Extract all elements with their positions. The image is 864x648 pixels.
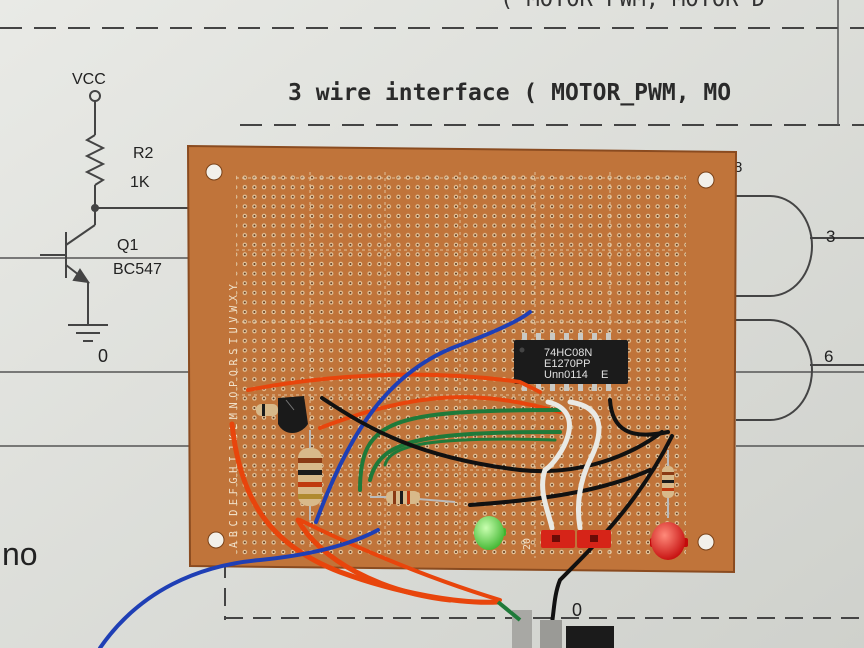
net6-label: 6: [824, 347, 833, 366]
lower-dashed-box: [224, 560, 864, 620]
resistor-horizontal: [370, 491, 456, 504]
column-mark: 20: [522, 538, 533, 550]
chip-line2: E1270PP: [544, 358, 590, 370]
chip-line3: Unn0114: [544, 369, 588, 381]
and-gate-schematic: [736, 195, 864, 421]
ic-chip-74hc08: 74HC08N E1270PP Unn0114 E: [514, 333, 628, 391]
wires: [98, 310, 674, 648]
resistor-small: [662, 450, 674, 518]
resistor-vertical: [298, 430, 322, 520]
jumper-headers: [541, 530, 611, 548]
vcc-label: VCC: [72, 71, 106, 88]
bottom-connector: [496, 600, 614, 648]
ground-label-bottom: 0: [572, 600, 582, 620]
red-led: [650, 522, 688, 560]
ground-label: 0: [98, 346, 108, 366]
top-heading-fragment: ( MOTOR PWM, MOTOR D: [500, 0, 765, 12]
resistor-top-left: [256, 404, 278, 416]
perfboard: ABCDEFGHIJKLMNOPQRSTUVWXY 20: [186, 144, 738, 574]
transistor-component: [278, 396, 308, 433]
schematic-heading: 3 wire interface ( MOTOR_PWM, MO: [288, 80, 731, 106]
chip-suffix: E: [601, 369, 608, 381]
r2-label: R2: [133, 145, 154, 162]
r2-value: 1K: [130, 174, 150, 191]
transistor-schematic: [40, 90, 190, 342]
row-letter-strip: ABCDEFGHIJKLMNOPQRSTUVWXY: [229, 280, 240, 548]
q1-part-label: BC547: [113, 261, 162, 278]
pin8-label: 8: [734, 159, 742, 176]
q1-label: Q1: [117, 237, 138, 254]
green-led: [474, 516, 506, 550]
chip-line1: 74HC08N: [544, 347, 592, 359]
net3-label: 3: [826, 227, 835, 246]
left-text: no: [2, 536, 38, 572]
